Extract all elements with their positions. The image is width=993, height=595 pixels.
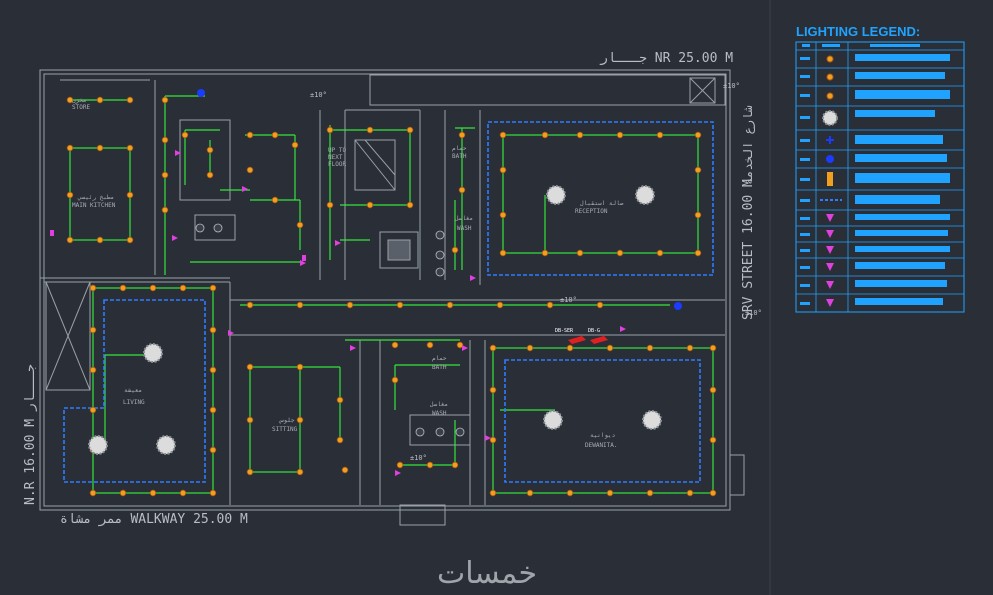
level-marker: ±10° [560,296,577,304]
stair-label-2: NEXT [328,154,343,161]
room-label-wash1-ar: مغاسل [455,215,473,222]
room-label-bath1: BATH [452,153,467,160]
room-label-bath2-ar: حمام [432,355,447,362]
room-label-dewanita-ar: ديوانية [590,432,615,439]
room-label-sitting: SITTING [272,426,298,433]
level-marker: ±10° [723,82,740,90]
bottom-walkway-label: ممر مشاة WALKWAY 25.00 M [60,512,248,527]
room-label-store: STORE [72,104,90,111]
right-street-label: SRV STREET 16.00 M [741,179,756,320]
circuit-wiring [69,95,714,494]
distribution-boards [197,89,682,344]
room-label-living: LIVING [123,399,145,406]
switches [50,150,626,476]
level-marker: ±10° [410,454,427,462]
db-ser-label: DB-SER [555,328,574,334]
right-street-label-ar: شارع الخدمة [741,106,756,185]
room-label-sitting-ar: جلوس [279,417,295,424]
room-label-bath2: BATH [432,364,447,371]
stair-label-1: UP TO [328,147,346,154]
room-label-reception: RECEPTION [575,208,608,215]
room-label-wash1: WASH [457,225,472,232]
walls [39,69,745,526]
legend-title: LIGHTING LEGEND: [796,24,920,39]
room-label-bath1-ar: حمام [452,145,467,152]
room-label-wash2: WASH [432,410,447,417]
cove-lighting [63,121,714,483]
chandeliers [88,185,662,455]
room-label-kitchen: MAIN KITCHEN [72,202,116,209]
light-fixtures [66,96,717,497]
khamsat-watermark: خمسات [437,556,537,591]
level-marker: ±10° [745,309,762,317]
room-label-reception-ar: صالة استقبال [580,200,624,207]
room-label-store-ar: مخزن [72,97,86,104]
room-label-dewanita: DEWANITA. [585,442,618,449]
lighting-legend-table [795,41,965,313]
room-label-wash2-ar: مغاسل [430,401,448,408]
top-neighbor-label: جـــار NR 25.00 M [599,51,733,66]
left-neighbor-label: N.R 16.00 M جـــار [23,364,38,505]
room-label-kitchen-ar: مطبخ رئيسي [77,194,114,201]
stair-label-3: FLOOR [328,161,346,168]
db-g-label: DB-G [588,328,600,334]
sinks [195,223,465,437]
room-label-living-ar: معيشة [124,387,142,394]
level-marker: ±10° [310,91,327,99]
